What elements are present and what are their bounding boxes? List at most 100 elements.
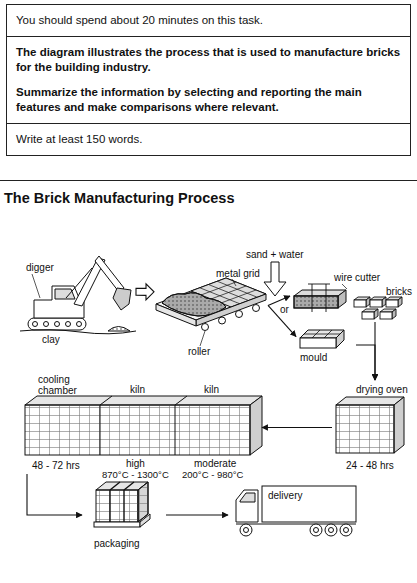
- bricks-drawing: [374, 309, 378, 319]
- flow-arrow: [262, 427, 332, 428]
- flow-arrow: [268, 305, 296, 336]
- choice-label: or: [280, 304, 289, 315]
- stage-label: cooling chamber: [38, 374, 88, 396]
- wire-cutter-drawing: [308, 284, 330, 312]
- wire-cutter-drawing: [294, 296, 338, 308]
- block-arrow: [136, 284, 154, 300]
- word-count-text: Write at least 150 words.: [7, 123, 410, 155]
- digger-drawing: [32, 274, 40, 298]
- bricks-drawing: [398, 297, 402, 307]
- packaging-stage: packaging: [82, 476, 166, 554]
- digger-drawing: [44, 322, 49, 327]
- bricks-drawing: [370, 300, 382, 307]
- conveyor-drawing: [219, 317, 226, 324]
- conveyor-drawing: [253, 305, 260, 312]
- truck-drawing: [310, 524, 322, 536]
- conveyor-drawing: [156, 278, 266, 346]
- cooling-chamber-box: cooling chamber 48 - 72 hrs: [22, 374, 100, 474]
- mould-drawing: [300, 338, 336, 348]
- part-label: digger: [26, 262, 54, 273]
- packaging-drawing: [96, 490, 138, 522]
- digger-drawing: [66, 322, 71, 327]
- drying-oven-box: drying oven 24 - 48 hrs: [332, 380, 416, 475]
- bricks-drawing: [386, 300, 398, 307]
- kiln-block-drawing: [250, 396, 262, 455]
- drying-oven-drawing: [394, 397, 404, 453]
- flow-arrow: [268, 296, 290, 305]
- conveyor-drawing: [156, 304, 196, 326]
- digger-drawing: [77, 322, 82, 327]
- input-label: sand + water: [246, 249, 304, 260]
- part-label: metal grid: [216, 268, 260, 279]
- diagram-title: The Brick Manufacturing Process: [4, 190, 234, 206]
- panel-frame: [0, 180, 417, 181]
- temperature-label: moderate: [194, 458, 236, 469]
- temperature-label: high: [126, 458, 145, 469]
- truck-drawing: [325, 524, 337, 536]
- truck-drawing: [262, 486, 356, 522]
- temperature-label: 870°C - 1300°C: [102, 469, 169, 480]
- stage-label: packaging: [94, 538, 140, 549]
- wire-cutter-drawing: [338, 290, 346, 308]
- flow-arrow: [356, 345, 375, 380]
- digger-drawing: [95, 256, 124, 292]
- wire-cutter-drawing: [294, 284, 347, 312]
- truck-drawing: [240, 493, 255, 502]
- instruction-text: You should spend about 20 minutes on thi…: [7, 5, 410, 37]
- kiln-box: kiln high870°C - 1300°C: [100, 374, 176, 482]
- truck-drawing: [236, 490, 258, 522]
- truck-drawing: [236, 524, 356, 525]
- panel-frame: [0, 180, 417, 181]
- packaging-drawing: [138, 482, 148, 522]
- truck-drawing: [236, 486, 356, 536]
- truck-drawing: [340, 524, 352, 536]
- conveyor-drawing: [202, 324, 209, 331]
- flow-arrow: [27, 474, 82, 515]
- bricks-drawing: [382, 297, 386, 307]
- digger-drawing: [108, 327, 130, 332]
- mould-drawing: [336, 330, 344, 348]
- wire-cutter-drawing: [294, 296, 338, 308]
- conveyor-drawing: [200, 279, 236, 346]
- sand-water-arrow: [264, 262, 286, 296]
- packaging-drawing: [94, 522, 140, 527]
- bricks-drawing: [354, 300, 366, 307]
- digger-drawing: [66, 268, 92, 298]
- truck-drawing: [240, 524, 252, 536]
- drying-oven-drawing: [336, 397, 404, 405]
- truck-drawing: [344, 528, 349, 533]
- packaging-drawing: [94, 482, 150, 527]
- part-label: wire cutter: [334, 272, 380, 283]
- task-text: Summarize the information by selecting a…: [7, 77, 410, 123]
- duration-label: 24 - 48 hrs: [346, 460, 394, 471]
- wire-cutter-stage: wire cutterbricks: [290, 270, 416, 322]
- digger-drawing: [20, 256, 136, 334]
- drying-oven-drawing: [336, 405, 394, 453]
- flow-arrow: [374, 322, 375, 380]
- part-label: mould: [300, 352, 327, 363]
- packaging-drawing: [140, 514, 150, 527]
- part-label: roller: [188, 346, 210, 357]
- truck-drawing: [244, 528, 249, 533]
- truck-drawing: [329, 528, 334, 533]
- conveyor-stage: metal grid roller: [154, 266, 268, 360]
- kiln-block-drawing: [25, 396, 262, 455]
- digger-drawing: [55, 322, 60, 327]
- stage-label: drying oven: [356, 384, 408, 395]
- mould-drawing: [304, 330, 340, 338]
- duration-label: 48 - 72 hrs: [32, 460, 80, 471]
- packaging-drawing: [138, 482, 148, 522]
- wire-cutter-drawing: [342, 284, 347, 289]
- stage-label: kiln: [130, 384, 145, 395]
- instruction-box: You should spend about 20 minutes on thi…: [6, 4, 411, 156]
- digger-drawing: [113, 288, 131, 310]
- drying-oven-drawing: [336, 397, 404, 453]
- flow-arrow: [166, 514, 228, 515]
- truck-drawing: [314, 528, 319, 533]
- kiln-block-drawing: [25, 396, 262, 405]
- material-label: clay: [42, 334, 60, 345]
- digger-stage: digger clay: [20, 250, 136, 345]
- vehicle-label: delivery: [268, 490, 302, 501]
- bricks-drawing: [380, 312, 392, 319]
